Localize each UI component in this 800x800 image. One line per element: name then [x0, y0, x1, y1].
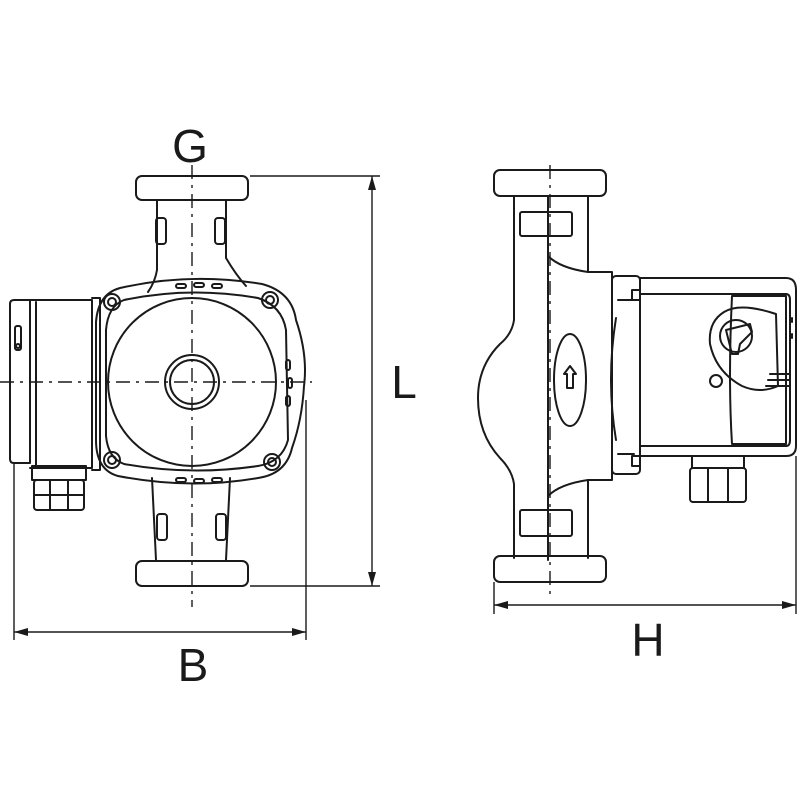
- flow-direction-oval: [553, 333, 587, 427]
- front-top-neck: [147, 199, 247, 293]
- cable-gland: [31, 465, 87, 511]
- terminal-box: [9, 297, 101, 471]
- b-arrow-left-icon: [14, 628, 28, 636]
- flow-arrow-icon: [563, 365, 577, 389]
- side-cable-gland: [689, 455, 747, 503]
- front-top-slot-left: [155, 217, 167, 245]
- h-arrow-left-icon: [494, 601, 508, 609]
- vent-slots: [175, 282, 293, 484]
- front-bottom-slot-left: [156, 513, 168, 541]
- motor-body: [639, 277, 797, 457]
- motor-flange: [611, 275, 641, 475]
- pump-housing-inner: [105, 291, 289, 472]
- l-arrow-bottom-icon: [368, 572, 376, 586]
- speed-knob: [719, 319, 753, 353]
- side-body-transition: [547, 255, 613, 497]
- b-arrow-right-icon: [292, 628, 306, 636]
- front-bottom-slot-right: [215, 513, 227, 541]
- l-dimension-label: L: [391, 356, 417, 408]
- side-bottom-slot: [519, 509, 573, 537]
- side-top-slot: [519, 211, 573, 237]
- speed-knob-pointer-icon: [725, 323, 753, 355]
- pump-housing: [95, 277, 306, 485]
- b-dimension-label: B: [178, 639, 209, 691]
- g-dimension-label: G: [172, 120, 208, 172]
- h-arrow-right-icon: [782, 601, 796, 609]
- side-pipe-body: [477, 195, 589, 559]
- housing-screws: [103, 291, 281, 471]
- front-view: [9, 175, 306, 587]
- front-bottom-flange: [135, 560, 249, 587]
- side-view: [477, 169, 797, 583]
- l-arrow-top-icon: [368, 176, 376, 190]
- speed-selector-plate: [708, 306, 779, 391]
- indicator-light-icon: [709, 374, 723, 388]
- vent-lines: [765, 373, 791, 387]
- front-top-slot-right: [214, 217, 226, 245]
- front-bottom-neck: [151, 477, 231, 561]
- h-dimension-label: H: [631, 614, 664, 666]
